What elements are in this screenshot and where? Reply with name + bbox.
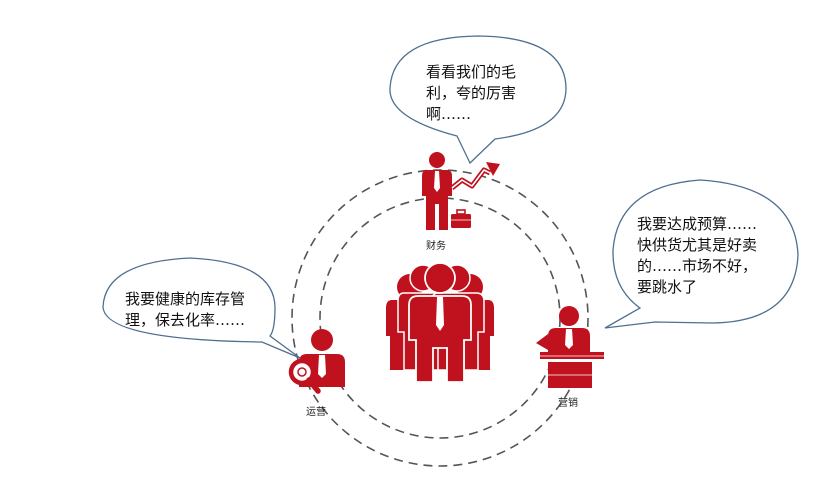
operations-role-label: 运营 [306, 407, 326, 418]
operations-bubble-line: 理，保去化率…… [125, 311, 246, 329]
team-group-icon [386, 262, 494, 383]
marketing-bubble-text: 我要达成预算…… 快供货尤其是好卖 的……市场不好， 要跳水了 [637, 214, 757, 298]
marketing-bubble-line: 的……市场不好， [637, 257, 758, 275]
operations-bubble-line: 我要健康的库存管 [125, 290, 246, 308]
marketing-speech-bubble [604, 179, 799, 329]
finance-bubble-line: 看看我们的毛 [426, 63, 517, 81]
finance-speech-bubble [389, 35, 567, 165]
marketing-bubble-line: 快供货尤其是好卖 [637, 236, 758, 254]
speaker-podium-icon [536, 306, 604, 388]
finance-bubble-line: 啊…… [426, 105, 472, 123]
businessman-magnifier-icon [288, 329, 345, 394]
marketing-bubble-line: 要跳水了 [637, 278, 698, 296]
operations-bubble-text: 我要健康的库存管 理，保去化率…… [125, 289, 245, 331]
marketing-role-label: 营销 [558, 398, 578, 409]
finance-bubble-line: 利，夸的厉害 [426, 84, 517, 102]
marketing-bubble-line: 我要达成预算…… [637, 215, 758, 233]
operations-speech-bubble [102, 257, 301, 359]
businessman-growth-arrow-icon [422, 152, 500, 230]
finance-role-label: 财务 [426, 241, 446, 252]
finance-bubble-text: 看看我们的毛 利，夸的厉害 啊…… [426, 62, 516, 125]
